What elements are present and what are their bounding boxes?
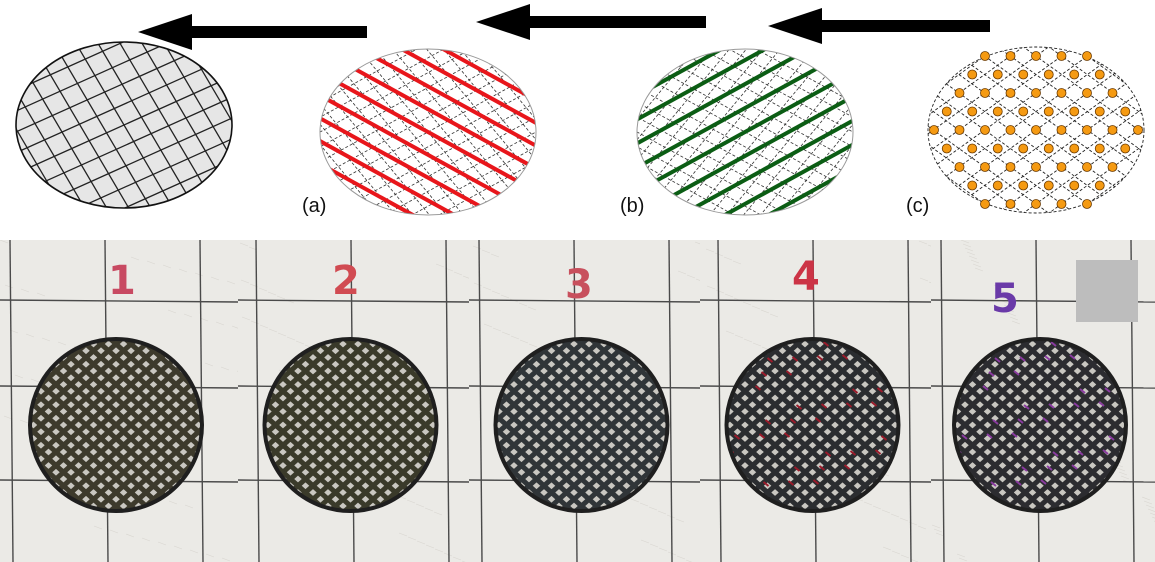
- lattice-node: [992, 143, 1003, 154]
- lattice-node: [1018, 106, 1029, 117]
- arrow-a-to-final: [138, 14, 367, 50]
- sample-number-5: 5: [991, 276, 1020, 322]
- lattice-node: [1082, 199, 1092, 209]
- lattice-node: [929, 125, 939, 135]
- lattice-node: [1056, 199, 1067, 209]
- lattice-node: [1069, 106, 1080, 117]
- lattice-node: [967, 69, 978, 80]
- sample-photo-5: 5: [931, 240, 1155, 562]
- panel-label-c: (c): [906, 195, 930, 217]
- lattice-node: [1069, 143, 1080, 154]
- panel-c-node-lattice: [927, 46, 1145, 214]
- lattice-node: [954, 125, 965, 135]
- lattice-node: [967, 180, 978, 191]
- lattice-node: [954, 162, 965, 172]
- panel-label-a: (a): [302, 195, 327, 217]
- lattice-node: [941, 143, 952, 154]
- lattice-node: [1107, 88, 1118, 98]
- arrow-3-to-c: [768, 8, 990, 44]
- lattice-node: [1005, 125, 1016, 135]
- lattice-node: [941, 106, 952, 117]
- lattice-node: [1043, 106, 1054, 117]
- lattice-node: [992, 69, 1003, 80]
- sample-photo-2: 2: [238, 240, 469, 562]
- lattice-node: [1031, 162, 1041, 172]
- arrow-b-to-a: [476, 4, 706, 40]
- lattice-node: [980, 199, 990, 209]
- lattice-node: [1043, 69, 1054, 80]
- lattice-node: [1005, 162, 1016, 172]
- lattice-node: [1056, 162, 1067, 172]
- grey-patch: [1076, 260, 1138, 322]
- lattice-node: [992, 180, 1003, 191]
- lattice-node: [1056, 88, 1067, 98]
- lattice-node: [967, 106, 978, 117]
- lattice-node: [1133, 125, 1143, 135]
- lattice-node: [1018, 180, 1029, 191]
- sample-number-3: 3: [565, 262, 594, 308]
- lattice-node: [967, 143, 978, 154]
- sample-photo-4: 4: [700, 240, 931, 562]
- photo-strip: 1 2 3 4 5: [0, 240, 1155, 562]
- lattice-node: [1018, 69, 1029, 80]
- lattice-node: [1082, 162, 1092, 172]
- lattice-node: [1069, 69, 1080, 80]
- lattice-node: [1082, 125, 1092, 135]
- lattice-node: [1069, 180, 1080, 191]
- lattice-node: [1005, 51, 1016, 61]
- lattice-node: [1094, 180, 1105, 191]
- lattice-node: [1107, 125, 1118, 135]
- lattice-node: [980, 88, 990, 98]
- lattice-node: [1031, 199, 1041, 209]
- sample-number-1: 1: [108, 258, 137, 304]
- sample-number-2: 2: [332, 258, 361, 304]
- lattice-node: [992, 106, 1003, 117]
- lattice-node: [1043, 143, 1054, 154]
- process-diagram: [15, 4, 1145, 216]
- lattice-node: [1120, 143, 1131, 154]
- lattice-node: [1094, 69, 1105, 80]
- lattice-node: [1056, 51, 1067, 61]
- sample-number-4: 4: [792, 254, 821, 300]
- lattice-node: [980, 162, 990, 172]
- sample-photo-3: 3: [469, 240, 700, 562]
- lattice-node: [1120, 106, 1131, 117]
- lattice-node: [1094, 106, 1105, 117]
- lattice-node: [980, 51, 990, 61]
- lattice-node: [1018, 143, 1029, 154]
- lattice-node: [1107, 162, 1118, 172]
- lattice-node: [954, 88, 965, 98]
- lattice-node: [1031, 88, 1041, 98]
- lattice-node: [1056, 125, 1067, 135]
- lattice-node: [1031, 125, 1041, 135]
- panel-label-b: (b): [620, 195, 645, 217]
- lattice-node: [1094, 143, 1105, 154]
- lattice-node: [1043, 180, 1054, 191]
- lattice-node: [1082, 51, 1092, 61]
- lattice-node: [1031, 51, 1041, 61]
- lattice-node: [980, 125, 990, 135]
- sample-photo-1: 1: [0, 240, 238, 562]
- lattice-node: [1005, 88, 1016, 98]
- lattice-node: [1005, 199, 1016, 209]
- lattice-node: [1082, 88, 1092, 98]
